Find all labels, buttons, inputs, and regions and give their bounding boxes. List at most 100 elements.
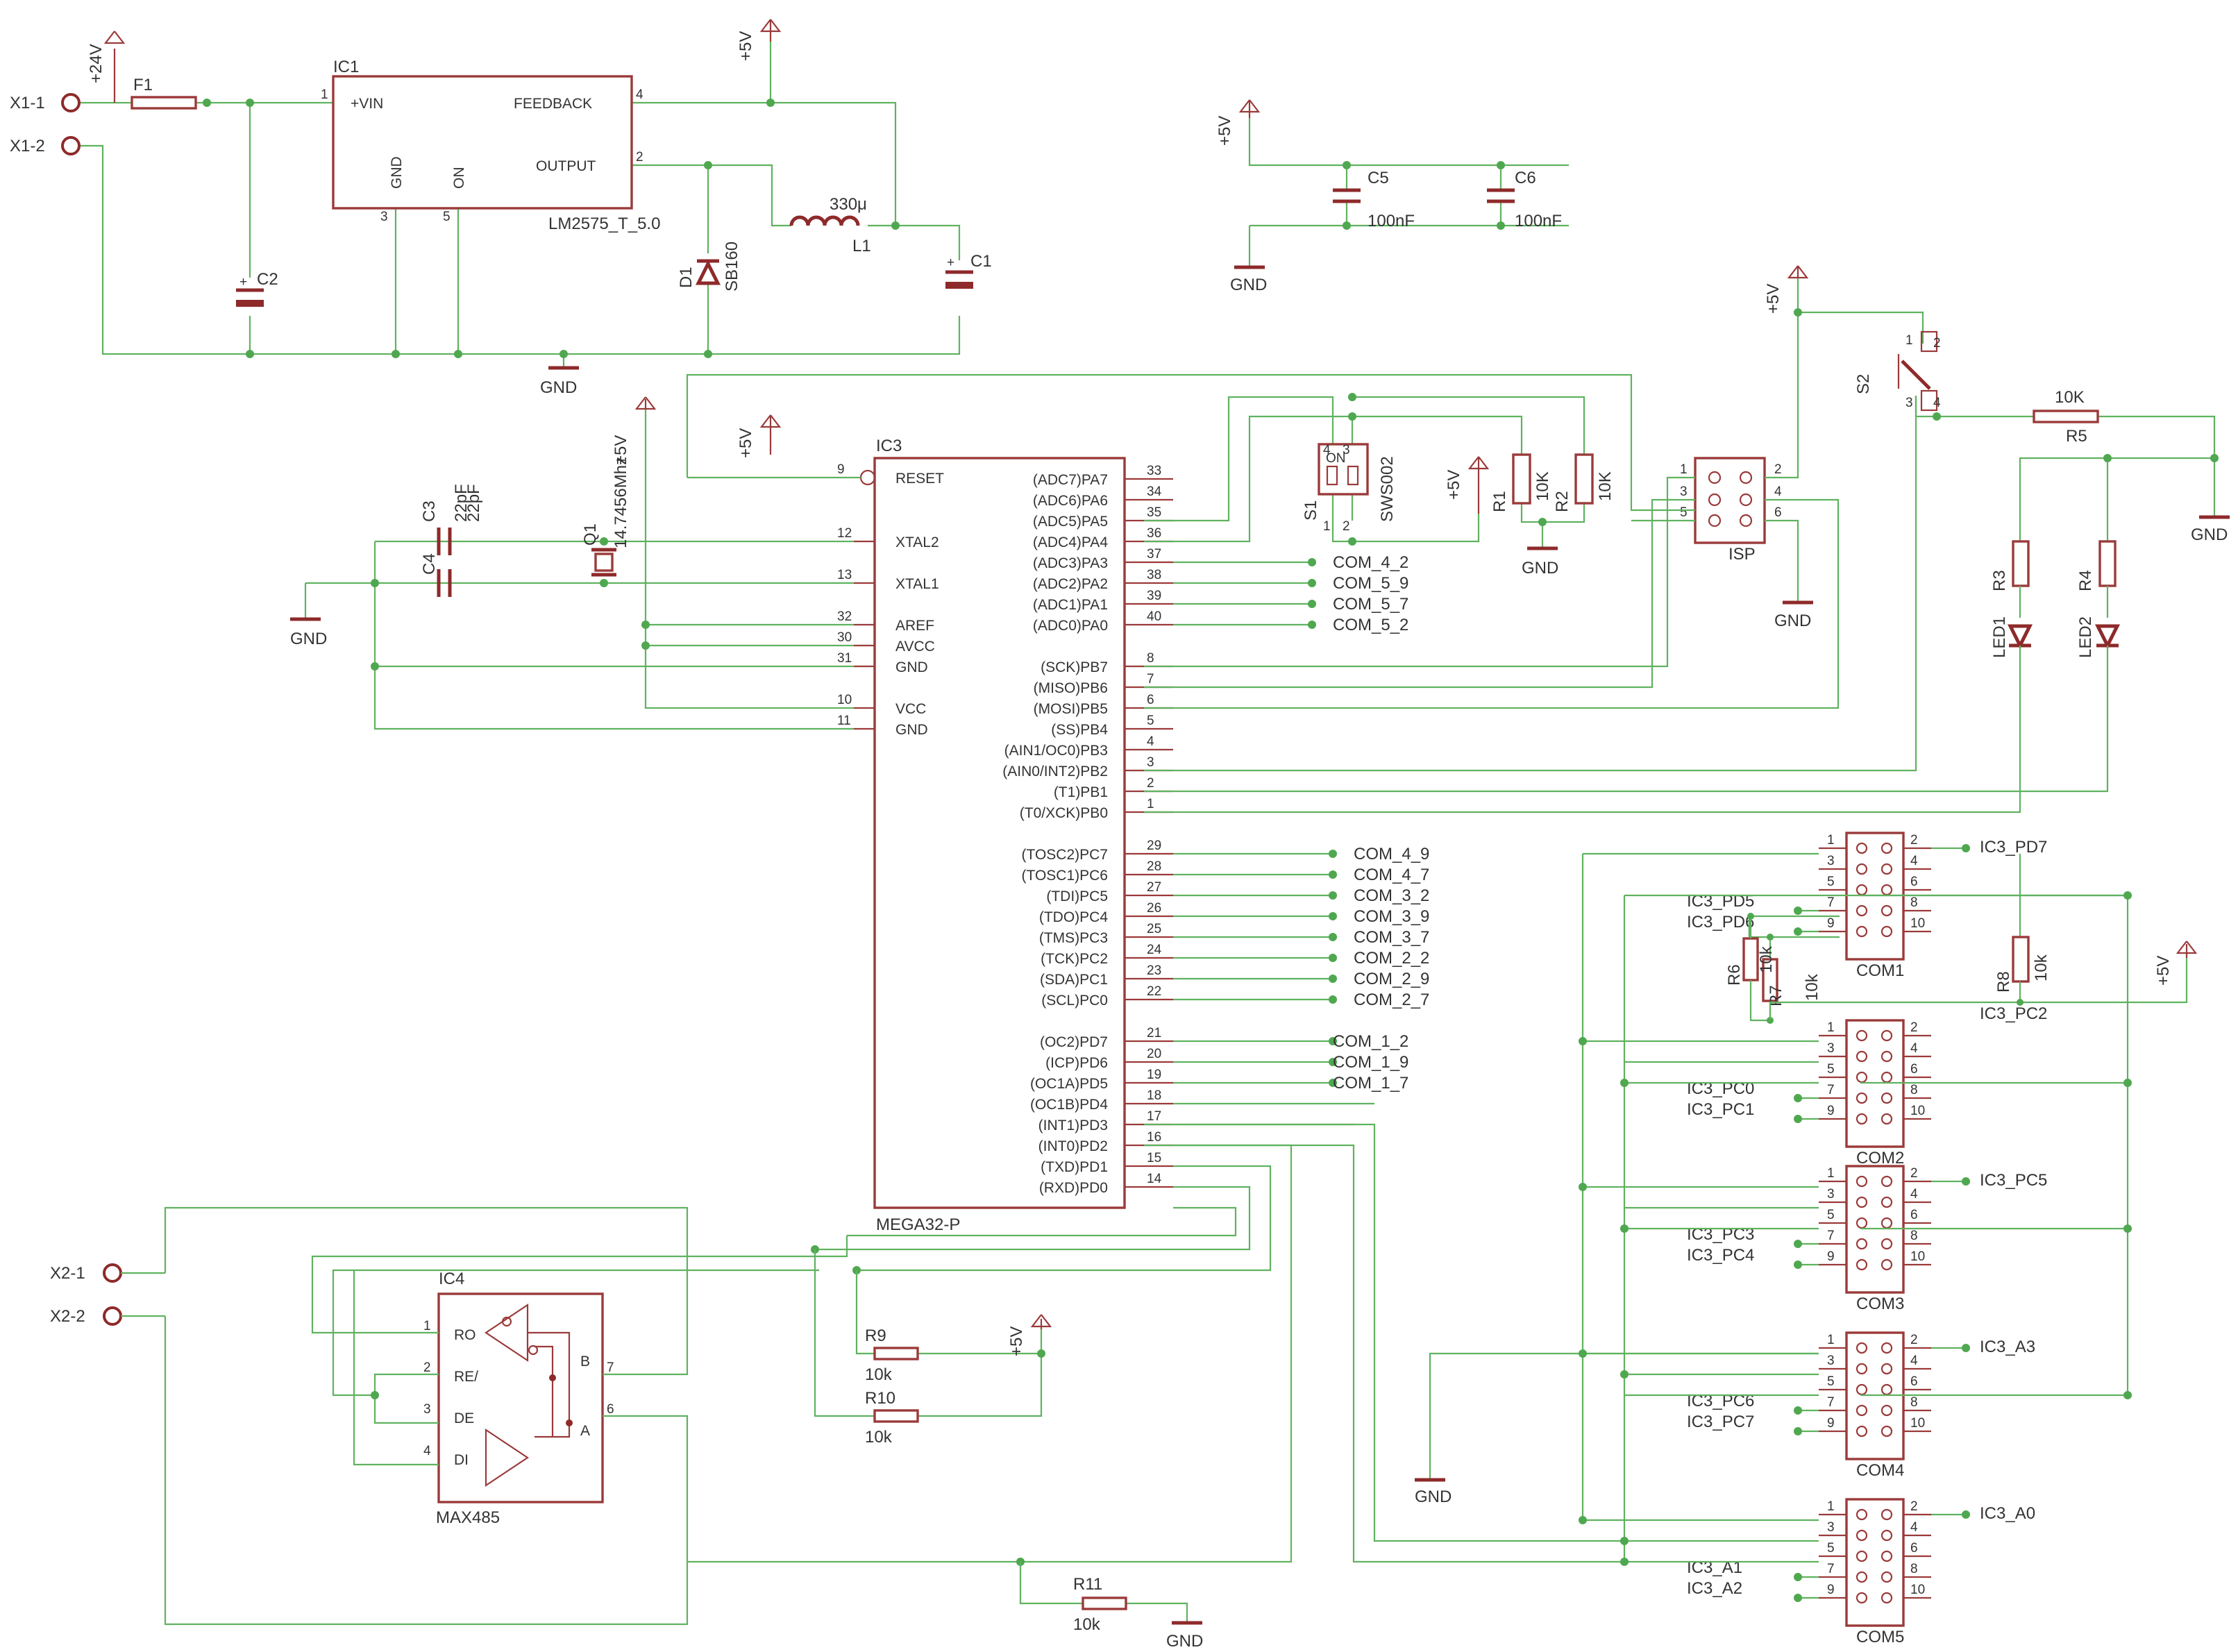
mcu-pin-name: (SCK)PB7 (1041, 659, 1108, 675)
com-pin-num: 2 (1910, 1499, 1918, 1514)
com-pin-num: 6 (1910, 1062, 1918, 1077)
x1-2-terminal[interactable] (61, 136, 81, 155)
svg-text:ON: ON (451, 167, 467, 189)
mcu-pin-num: 24 (1147, 943, 1162, 957)
com-pin-num: 4 (1910, 1187, 1918, 1202)
fuse-f1 (131, 96, 197, 110)
com-pin-num: 5 (1827, 1062, 1835, 1077)
com-pin-num: 4 (1910, 1354, 1918, 1368)
mcu-pin-name: (SDA)PC1 (1040, 972, 1108, 988)
isp-body[interactable] (1694, 457, 1766, 544)
com-name: COM1 (1856, 961, 1904, 980)
com-name: COM5 (1856, 1628, 1904, 1646)
crystal-circuit: C3 C4 22pF 22pF Q1 14.7456Mhz GND +5V (290, 396, 854, 730)
com-pin-num: 5 (1827, 1541, 1835, 1556)
com-pin-num: 8 (1910, 1083, 1918, 1097)
pc-net-labels: COM_4_9COM_4_7COM_3_2COM_3_9COM_3_7COM_2… (1173, 845, 1429, 1009)
svg-text:LED2: LED2 (2076, 616, 2095, 658)
com-pin-num: 10 (1910, 1583, 1925, 1597)
com-net-label: IC3_PC1 (1687, 1100, 1754, 1119)
com-pin-num: 1 (1827, 1499, 1835, 1514)
svg-text:GND: GND (389, 156, 405, 189)
mcu-pin-num: 14 (1147, 1172, 1162, 1186)
svg-text:R2: R2 (1553, 491, 1572, 512)
com-pin-num: 5 (1827, 1374, 1835, 1389)
svg-text:X2-2: X2-2 (50, 1307, 85, 1326)
com-bus-wires: GND R6 R7 10k 10k R8 10k IC3_PC2 +5V (1144, 852, 2198, 1566)
mcu-pin-name: (MISO)PB6 (1034, 680, 1108, 696)
mcu-pin-num: 40 (1147, 609, 1161, 624)
svg-text:10k: 10k (1803, 973, 1821, 1001)
net-label: COM_5_2 (1333, 616, 1408, 634)
mcu-pin-name: (AIN1/OC0)PB3 (1004, 743, 1108, 759)
svg-text:SWS002: SWS002 (1378, 456, 1397, 522)
com-pin-num: 8 (1910, 1562, 1918, 1576)
com-pin-num: 10 (1910, 1249, 1925, 1264)
com-pin-num: 3 (1827, 1187, 1835, 1202)
svg-text:+5V: +5V (737, 31, 755, 61)
com-pin-num: 9 (1827, 916, 1835, 931)
svg-text:R11: R11 (1073, 1575, 1102, 1594)
svg-text:3: 3 (1905, 396, 1913, 410)
f1-label: F1 (133, 76, 153, 94)
svg-text:+: + (947, 255, 954, 270)
ic3-label: IC3 (876, 437, 902, 455)
svg-text:R10: R10 (865, 1389, 895, 1408)
com-pin-num: 8 (1910, 1395, 1918, 1410)
svg-text:GND: GND (1522, 559, 1558, 578)
svg-text:RO: RO (454, 1327, 476, 1343)
x2-1-terminal[interactable] (103, 1263, 122, 1283)
net-label: COM_1_9 (1333, 1053, 1408, 1072)
com-pin-num: 6 (1910, 1374, 1918, 1389)
mcu-pin-name: (T1)PB1 (1054, 784, 1108, 800)
mcu-pin-num: 31 (837, 651, 852, 666)
svg-text:X2-1: X2-1 (50, 1264, 85, 1283)
dip-s1-body[interactable] (1318, 443, 1369, 496)
mcu-pin-name: (TMS)PC3 (1039, 930, 1108, 946)
mcu-pin-num: 7 (1147, 672, 1154, 686)
mcu-pin-num: 28 (1147, 859, 1161, 874)
bias-resistors: R9 10k R10 10k +5V R11 10k GND (814, 1249, 1203, 1651)
net-label: COM_4_9 (1354, 845, 1429, 863)
mcu-pin-num: 17 (1147, 1109, 1161, 1124)
mcu-pin-num: 32 (837, 609, 852, 624)
mcu-pin-num: 37 (1147, 547, 1161, 562)
x2-2-terminal[interactable] (103, 1306, 122, 1326)
mcu-pin-num: 4 (1147, 734, 1154, 749)
com-net-label: IC3_A3 (1980, 1338, 2035, 1356)
svg-text:B: B (580, 1354, 590, 1369)
svg-text:R8: R8 (1994, 971, 2013, 993)
mcu-pin-name: VCC (895, 701, 926, 717)
net-label: COM_3_9 (1354, 907, 1429, 926)
svg-text:+5V: +5V (1764, 284, 1783, 314)
mcu-left-pins: 9RESET12XTAL213XTAL132AREF30AVCC31GND10V… (837, 462, 944, 738)
svg-text:14.7456Mhz: 14.7456Mhz (612, 457, 630, 548)
com-pin-num: 3 (1827, 1041, 1835, 1056)
net-label: COM_3_2 (1354, 886, 1429, 905)
x1-1-terminal[interactable] (61, 93, 81, 112)
svg-text:6: 6 (1774, 505, 1782, 520)
svg-text:10k: 10k (1757, 945, 1776, 973)
mcu-pin-name: (ADC7)PA7 (1033, 472, 1108, 488)
ic4-label: IC4 (439, 1270, 464, 1288)
net-label: COM_2_9 (1354, 970, 1429, 988)
mcu-pin-num: 9 (837, 462, 845, 477)
mcu-pin-num: 23 (1147, 963, 1161, 978)
svg-text:+: + (239, 275, 247, 289)
mcu-pin-num: 15 (1147, 1151, 1161, 1165)
s2-label: S2 (1854, 374, 1873, 394)
net-label: COM_2_7 (1354, 991, 1429, 1009)
com-net-label: IC3_PD7 (1980, 838, 2047, 857)
gnd-label-ps: GND (540, 378, 577, 397)
mcu-pin-num: 30 (837, 630, 852, 645)
svg-text:4: 4 (1323, 443, 1331, 457)
mcu-ic3: IC3 MEGA32-P 9RESET12XTAL213XTAL132AREF3… (686, 373, 1666, 1563)
mcu-pin-name: RESET (895, 471, 944, 487)
svg-text:ON: ON (1326, 451, 1346, 466)
